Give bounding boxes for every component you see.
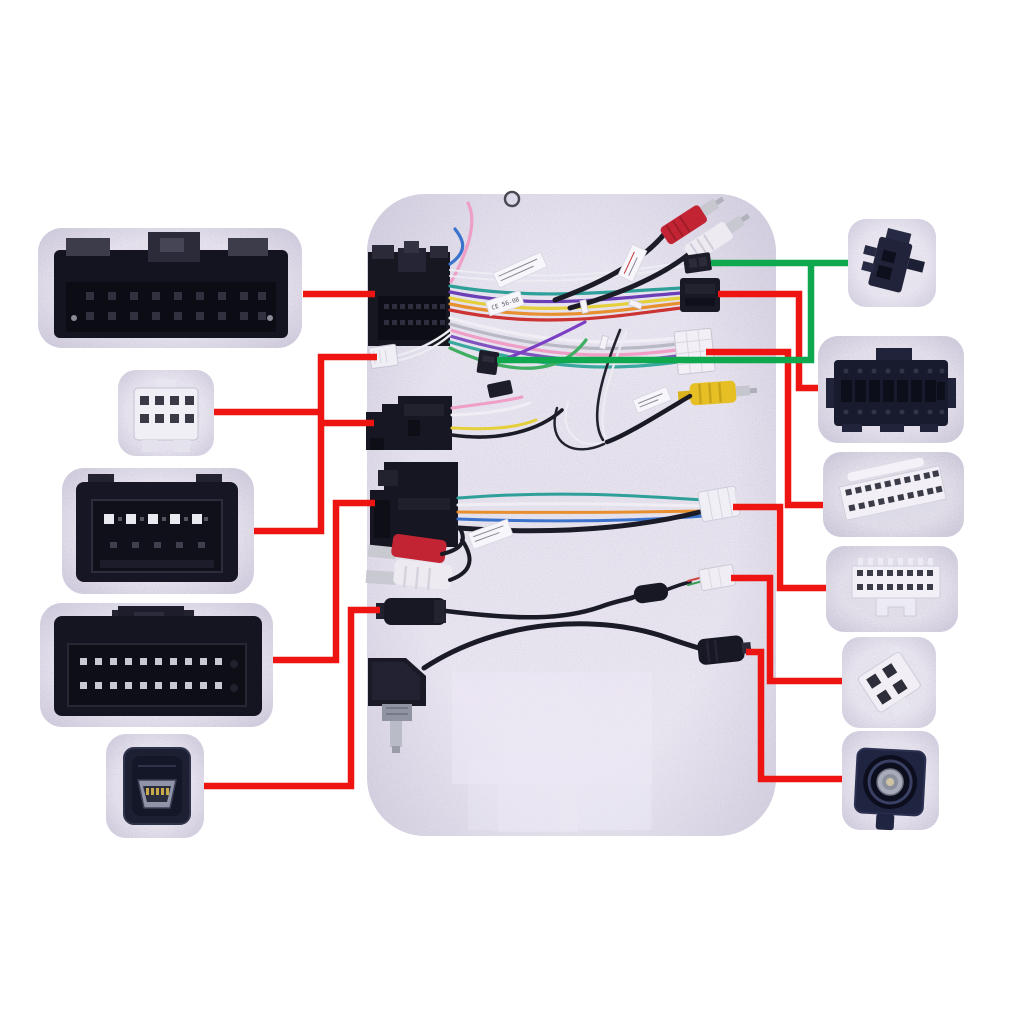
- callout-mini-usb-plug: [106, 734, 204, 838]
- callout-fakra-antenna-connector: [842, 731, 939, 831]
- callout-black-24pin-connector: [40, 603, 273, 727]
- white-4pin-connector-icon: [858, 644, 921, 718]
- harness-row2-connector: [366, 380, 513, 450]
- sticker-label-1: [492, 251, 548, 289]
- quadlock-40pin-black-connector-icon: [54, 232, 288, 338]
- callout-black-12pin-connector: [62, 468, 254, 594]
- wire-bundle: [394, 201, 697, 451]
- leader-lines: [204, 259, 851, 790]
- callout-black-16pin-power-connector: [818, 336, 964, 443]
- leader-right-16pin: [718, 290, 822, 392]
- rca-plug-white-row3: [365, 538, 472, 591]
- white-8pin-connector-icon: [133, 380, 199, 452]
- black-2pin-connector-main: [683, 252, 712, 274]
- white-20pin-connector-icon: [851, 558, 941, 617]
- sticker-label-5: [467, 518, 514, 550]
- fakra-antenna-connector-icon: [853, 747, 927, 831]
- harness-quadlock-connector: [368, 241, 450, 346]
- leader-right-fakra: [746, 648, 845, 783]
- small-white-connector-row4: [698, 564, 736, 591]
- sticker-label-4: [632, 386, 672, 414]
- black-iso-connector-main: [680, 278, 720, 312]
- black-12pin-connector-icon: [76, 474, 238, 582]
- callout-white-8pin-connector: [118, 370, 214, 456]
- callout-white-20pin-connector: [826, 546, 958, 632]
- rca-plug-yellow: [677, 380, 758, 406]
- leader-right-4pin: [731, 574, 845, 685]
- yellow-rca-cable: [604, 393, 693, 445]
- leader-trunk-left1: [254, 353, 377, 535]
- leader-right-20pin-angled: [706, 348, 826, 509]
- rca-plug-red-row3: [367, 526, 465, 563]
- callout-white-4pin-connector: [842, 637, 936, 728]
- rca-plug-white-top: [684, 213, 750, 263]
- row2-wires: [450, 395, 564, 439]
- faded-patches: [452, 672, 652, 832]
- harness-antenna-cable: [368, 621, 752, 753]
- sticker-label-3: [617, 243, 648, 283]
- callout-black-2pin-connector: [848, 219, 936, 307]
- callout-white-20pin-connector-angled: [823, 452, 964, 537]
- callout-quadlock-connector: [38, 228, 302, 348]
- leader-trunk-left3: [204, 606, 380, 790]
- leader-right-20pin: [733, 503, 830, 592]
- white-20pin-connector-angled-icon: [838, 457, 947, 525]
- leader-green-branch: [497, 266, 815, 364]
- harness-row3-connector: [370, 462, 458, 547]
- rca-plug-red: [660, 196, 725, 245]
- black-24pin-connector-icon: [54, 606, 262, 716]
- black-16pin-power-connector-icon: [826, 348, 956, 432]
- black-2pin-connector-icon: [861, 228, 925, 293]
- leader-trunk-left2: [273, 499, 375, 664]
- small-black-2pin-plug: [476, 349, 500, 376]
- main-photo: CE 56-08: [365, 190, 776, 836]
- harness-row4-cable: [376, 564, 736, 625]
- sticker-label-2: CE 56-08: [484, 290, 525, 317]
- mini-usb-plug-icon: [123, 747, 191, 825]
- small-white-jst-connector: [368, 343, 399, 369]
- hanger-hole-icon: [503, 190, 521, 208]
